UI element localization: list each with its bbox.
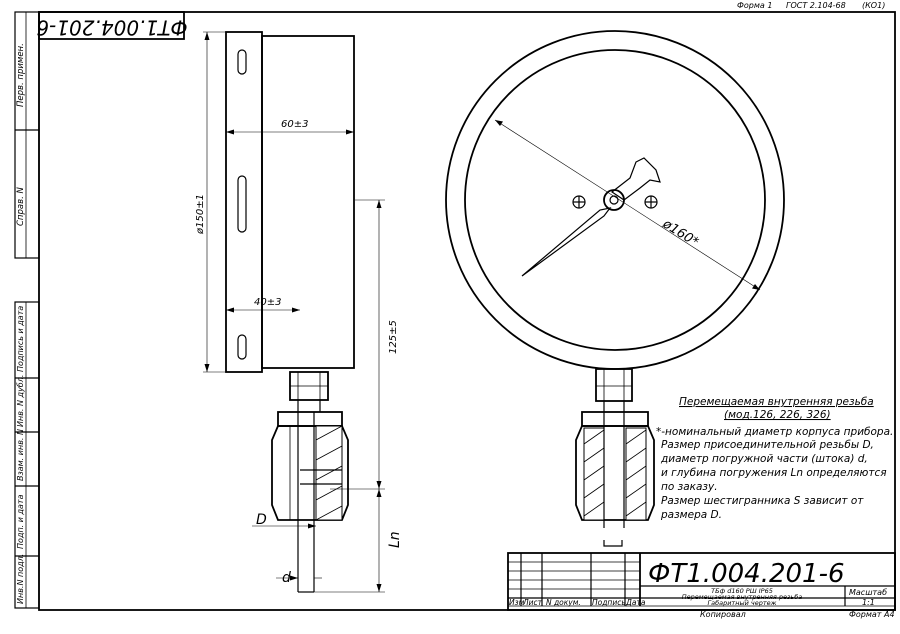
side-col-vzam-inv: Взам. инв. N [16, 429, 25, 481]
notes-line-2: Размер присоединительной резьбы D, [661, 439, 874, 451]
dim-immersion-ln: Ln [387, 531, 403, 548]
header-forma: Форма 1 [737, 1, 772, 10]
col-n-dokum: N докум. [546, 598, 581, 607]
title-product-3: Габаритный чертеж [707, 599, 776, 607]
notes-line-4: и глубина погружения Ln определяются [661, 467, 887, 479]
header-code: (КО1) [862, 1, 885, 10]
dim-length-125: 125±5 [388, 320, 399, 354]
title-product-1: ТБф d160 РШ IP65 [711, 587, 773, 595]
slot-top [237, 49, 247, 75]
side-col-perv: Перв. примен. [16, 43, 26, 107]
notes-line-7: размера D. [660, 509, 722, 521]
scale-label: Масштаб [849, 588, 887, 597]
notes-line-5: по заказу. [661, 481, 718, 493]
scale-value: 1:1 [862, 598, 875, 607]
drawing-frame [38, 11, 896, 611]
rotated-stamp-text: ФТ1.004.201-6 [36, 16, 187, 40]
notes-block: Перемещаемая внутренняя резьба (мод.126,… [656, 396, 893, 521]
pointer-needle [521, 207, 612, 277]
side-col-sprav: Справ. N [16, 186, 26, 226]
dial-outer [445, 30, 785, 370]
header-gost: ГОСТ 2.104-68 [786, 1, 846, 10]
dim-thread-d: D [256, 512, 267, 528]
col-list: Лист [522, 598, 543, 607]
dim-stem-d: d [282, 570, 291, 586]
side-view: 60±3 40±3 ø150±1 [195, 31, 403, 593]
title-product-2: Перемещаемая внутренняя резьба [682, 593, 803, 601]
col-izm: Изм [509, 598, 525, 607]
side-col-podp-data: Подп. и дата [16, 494, 25, 549]
left-side-columns: Перв. примен. Справ. N Подпись и дата Ин… [14, 11, 40, 609]
pointer-tail [610, 157, 661, 201]
dim-width-40: 40±3 [254, 297, 281, 308]
dim-dial-160: ø160* [659, 216, 702, 250]
dim-diameter-150: ø150±1 [195, 194, 206, 235]
slot-middle [237, 175, 247, 233]
front-neck [595, 368, 633, 402]
side-col-inv-podl: Инв.N подл. [16, 554, 25, 604]
locknut [277, 411, 343, 427]
screw-right [644, 195, 658, 209]
title-block: Изм Лист N докум. Подпись Дата ФТ1.004.2… [507, 552, 896, 619]
dial-inner [464, 49, 766, 351]
col-podpis: Подпись [592, 598, 626, 607]
notes-title-2: (мод.126, 226, 326) [724, 409, 831, 421]
title-designation: ФТ1.004.201-6 [648, 559, 845, 589]
format-label: Формат А4 [849, 610, 895, 619]
pointer-hub [603, 189, 625, 211]
housing-back [261, 35, 355, 369]
slot-bottom [237, 334, 247, 360]
copied-label: Копировал [700, 610, 746, 619]
screw-left [572, 195, 586, 209]
notes-line-1: *-номинальный диаметр корпуса прибора. [656, 426, 893, 438]
notes-line-3: диаметр погружной части (штока) d, [660, 453, 868, 465]
col-data: Дата [625, 598, 646, 607]
notes-line-6: Размер шестигранника S зависит от [661, 495, 864, 507]
front-stem-end [603, 540, 623, 547]
pointer-hub-inner [609, 195, 619, 205]
side-col-podpis-data: Подпись и дата [16, 306, 25, 372]
notes-title-1: Перемещаемая внутренняя резьба [679, 396, 874, 408]
front-locknut [581, 411, 649, 427]
section-hatch [315, 425, 343, 521]
side-col-inv-dubl: Инв. N дубл. [16, 375, 25, 427]
dim-width-60: 60±3 [281, 119, 308, 130]
front-hex-section [575, 425, 655, 521]
housing-front [225, 31, 263, 373]
